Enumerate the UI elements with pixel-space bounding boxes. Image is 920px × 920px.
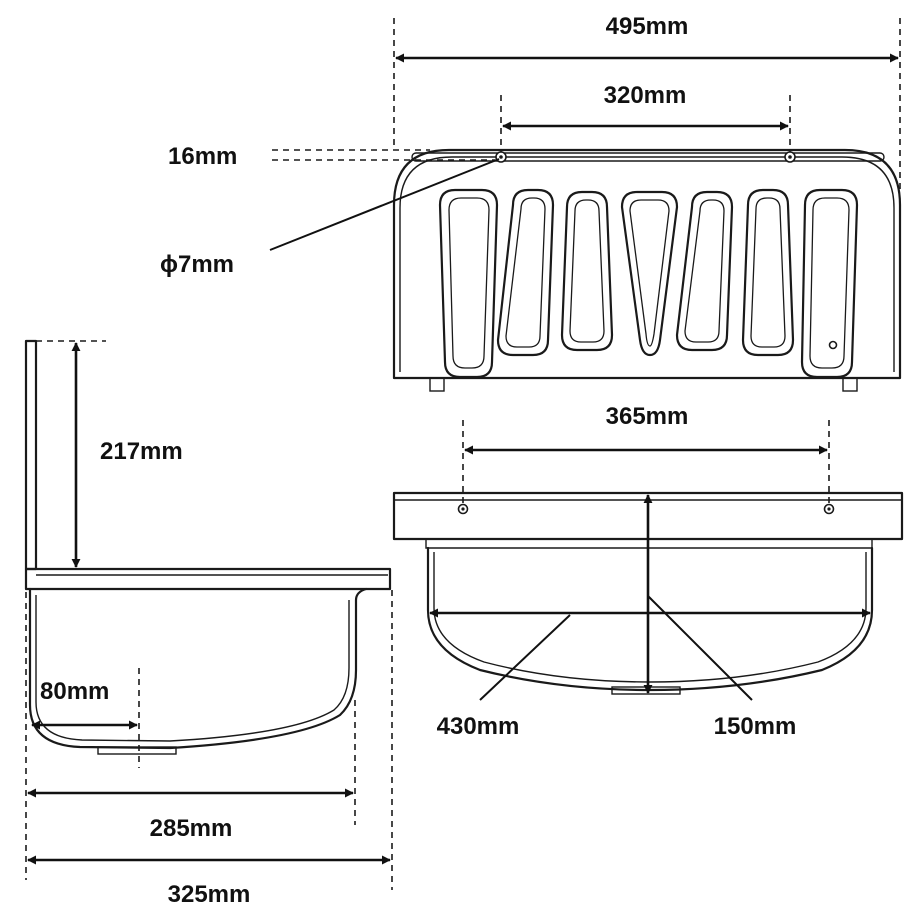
label-hole-diameter: ϕ7mm (160, 251, 234, 278)
slot-2-inner (505, 197, 546, 348)
leader-bowl-width (479, 614, 571, 701)
label-hole-spacing-back: 320mm (604, 82, 687, 109)
slot-5 (675, 190, 734, 352)
rim-hole-right-center (827, 507, 831, 511)
label-hole-spacing-rim: 365mm (606, 403, 689, 430)
slot-6 (741, 188, 795, 357)
slot-1-inner (448, 197, 490, 369)
slot-7-inner (809, 197, 850, 369)
foot-right (842, 377, 858, 392)
mounting-hole-right-center (788, 155, 792, 159)
leader-bowl-height (647, 595, 753, 701)
slot-2 (496, 188, 555, 357)
side-view: 217mm 80mm 285mm 325mm (24, 339, 393, 908)
label-bowl-width: 430mm (437, 713, 520, 740)
side-drain (97, 746, 177, 755)
slot-4-inner (629, 199, 670, 347)
backsplash-slots (438, 188, 859, 379)
label-hole-offset: 16mm (168, 143, 237, 170)
slot-4 (620, 190, 679, 357)
front-bowl-inner (433, 552, 867, 683)
backsplash-inner-edge (399, 156, 895, 372)
label-total-depth: 325mm (168, 881, 251, 908)
bottom-front-view: 365mm 430mm 150mm (392, 403, 904, 740)
side-backsplash (24, 339, 38, 571)
slot-6-inner (750, 197, 786, 348)
label-overall-width: 495mm (606, 13, 689, 40)
mounting-hole-left-center (499, 155, 503, 159)
slot-3 (560, 190, 614, 352)
label-backsplash-height: 217mm (100, 438, 183, 465)
label-bowl-depth: 285mm (150, 815, 233, 842)
side-bowl (28, 587, 368, 750)
slot-7 (800, 188, 859, 379)
overflow-hole (828, 340, 838, 350)
slot-5-inner (684, 199, 725, 343)
side-bowl-inner (35, 595, 350, 742)
label-drain-offset: 80mm (40, 678, 109, 705)
front-view: 495mm 320mm 16mm ϕ7mm (160, 13, 902, 392)
top-groove (411, 152, 885, 162)
label-bowl-height: 150mm (714, 713, 797, 740)
front-bowl (426, 546, 874, 692)
backsplash-outline (392, 148, 902, 380)
slot-3-inner (569, 199, 605, 343)
side-rim (24, 567, 392, 591)
rim-hole-left-center (461, 507, 465, 511)
leader-hole-diameter (269, 158, 500, 251)
foot-left (429, 377, 445, 392)
slot-1 (438, 188, 499, 379)
